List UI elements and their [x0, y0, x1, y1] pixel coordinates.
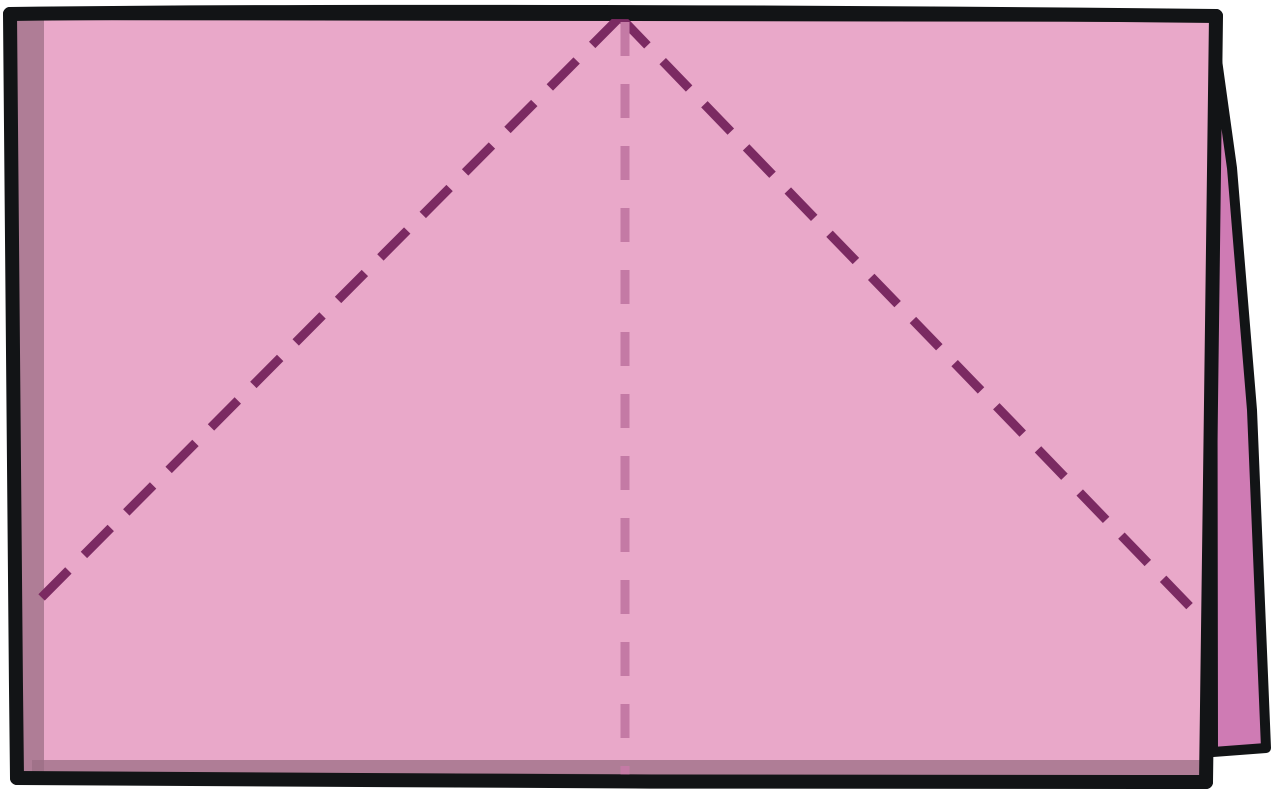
diagonal-fold-left [27, 14, 623, 612]
paper-left-outline [3, 7, 24, 785]
paper-top-outline [3, 4, 1223, 23]
paper-front [4, 8, 1222, 788]
diagonal-fold-right [617, 14, 1205, 622]
bottom-edge-shadow [32, 760, 1200, 775]
paper-right-outline [1199, 9, 1223, 789]
paper-bottom-outline [10, 771, 1213, 789]
